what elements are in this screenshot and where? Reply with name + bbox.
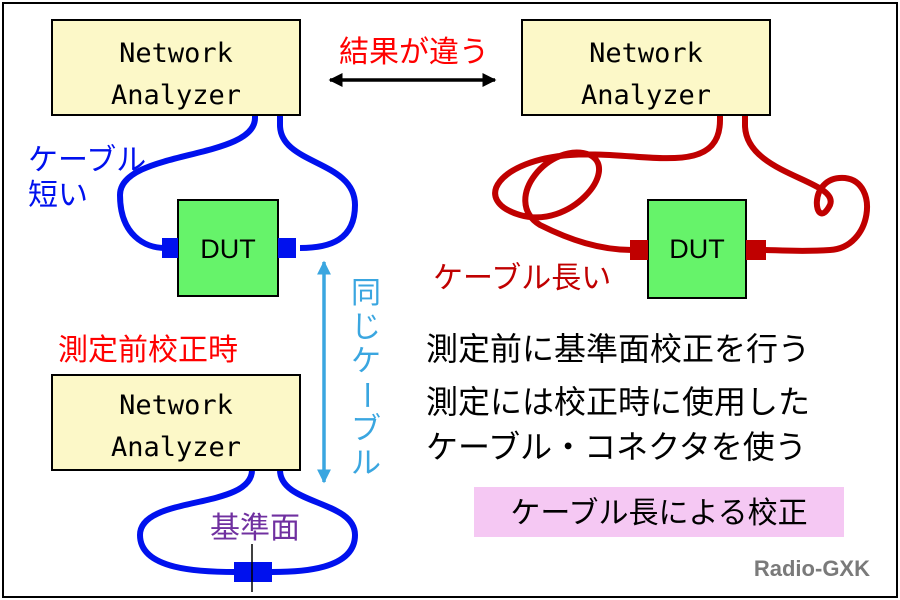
connector [162,238,178,258]
dut-box [647,199,747,299]
short-cable-label-line1: ケーブル [28,143,146,178]
dut-box [177,199,279,297]
same-cable-label: 同 じ ケ ー ブ ル [348,276,383,481]
short-cable-label-line2: 短い [28,178,88,213]
same-cable-char: じ [351,310,381,345]
note-line-3: ケーブル・コネクタを使う [426,428,807,466]
analyzer-label-line2: Analyzer [111,432,241,463]
short-cable-left [116,100,258,251]
analyzer-short-cable: Network Analyzer DUT [51,19,359,297]
analyzer-label-line1: Network [589,38,703,69]
caption-background [474,487,844,537]
long-cable-label: ケーブル長い [433,261,611,296]
same-cable-char: ー [348,380,383,410]
analyzer-label-line1: Network [119,38,233,69]
note-line-2: 測定には校正時に使用した [426,383,810,421]
long-cable-left [492,100,723,253]
same-cable-char: 同 [351,276,381,311]
connector [278,238,296,258]
same-cable-char: ブ [351,412,381,447]
network-analyzer-box [51,374,301,471]
calibration-cable-right [271,440,359,575]
same-cable-char: ケ [351,344,381,379]
network-analyzer-box [51,19,301,116]
analyzer-label-line2: Analyzer [581,80,711,111]
analyzer-long-cable: Network Analyzer DUT [492,19,870,299]
reference-plane-label: 基準面 [210,511,300,546]
results-differ-label: 結果が違う [339,35,489,70]
note-line-1: 測定前に基準面校正を行う [426,330,810,368]
calibration-cable-left [136,440,255,575]
analyzer-label-line1: Network [119,390,233,421]
calibration-connector [234,562,272,582]
analyzer-calibration: Network Analyzer 基準面 [51,374,359,592]
same-cable-char: ル [351,446,381,481]
connector [630,240,648,260]
caption: ケーブル長による校正 [510,496,807,531]
pre-calibration-label: 測定前校正時 [58,333,238,368]
long-cable-right [742,100,870,254]
short-cable-right [277,100,359,251]
connector [746,240,766,260]
network-analyzer-box [521,19,771,116]
credit: Radio-GXK [754,556,870,581]
dut-label: DUT [200,234,256,264]
dut-label: DUT [669,234,725,264]
analyzer-label-line2: Analyzer [111,80,241,111]
